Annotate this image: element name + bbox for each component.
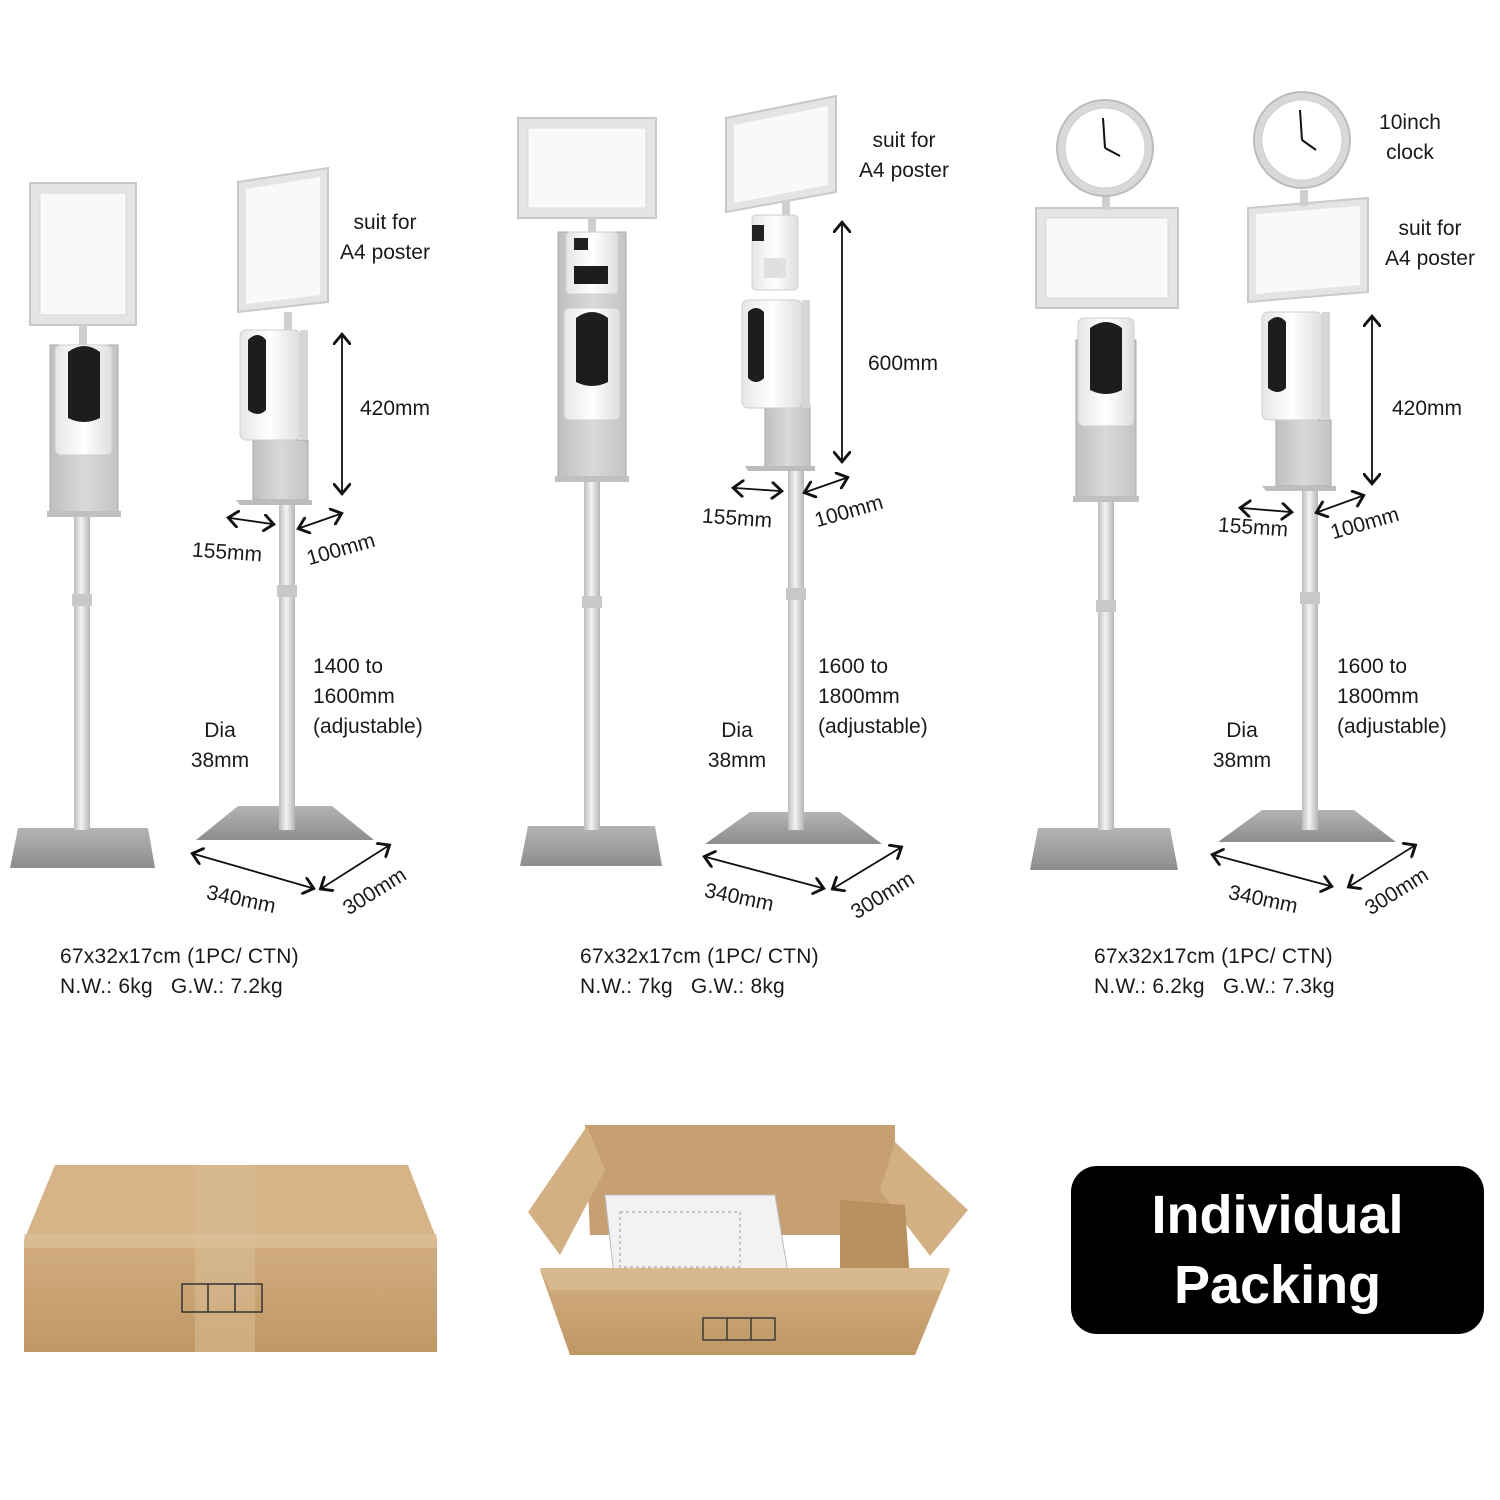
badge-line-1: Individual	[1151, 1185, 1404, 1245]
height-note-line-2: 1800mm	[818, 685, 900, 708]
product-3-pole-note: Dia 38mm	[1202, 716, 1282, 776]
poster-note-line-2: A4 poster	[340, 241, 430, 264]
pole-note-line-1: Dia	[1226, 719, 1258, 742]
product-3-side-view	[1218, 91, 1396, 842]
clock-note-line-1: 10inch	[1379, 111, 1441, 134]
pole-note-line-2: 38mm	[1212, 749, 1272, 772]
height-note-line-1: 1600 to	[1337, 655, 1408, 678]
height-note-line-3: (adjustable)	[818, 715, 928, 738]
carton-size: 67x32x17cm (1PC/ CTN)	[60, 945, 299, 968]
product-1-height-note: 1400 to 1600mm (adjustable)	[313, 652, 423, 742]
product-2-poster-note: suit for A4 poster	[850, 126, 958, 186]
product-1-panel-height: 420mm	[360, 397, 431, 420]
height-note-line-1: 1400 to	[313, 655, 384, 678]
carton-size: 67x32x17cm (1PC/ CTN)	[580, 945, 819, 968]
weights: N.W.: 7kg G.W.: 8kg	[580, 975, 785, 998]
product-3-clock-note: 10inch clock	[1370, 108, 1450, 168]
height-note-line-3: (adjustable)	[1337, 715, 1447, 738]
open-carton-image	[528, 1125, 968, 1355]
height-note-line-2: 1600mm	[313, 685, 395, 708]
pole-note-line-2: 38mm	[190, 749, 250, 772]
product-1-front-view	[10, 182, 155, 868]
badge-line-2: Packing	[1173, 1255, 1382, 1315]
product-2-packing-spec: 67x32x17cm (1PC/ CTN) N.W.: 7kg G.W.: 8k…	[580, 942, 819, 1002]
product-3-panel-width: 155mm	[1217, 513, 1289, 542]
product-3-poster-note: suit for A4 poster	[1376, 214, 1484, 274]
product-2-panel-width: 155mm	[701, 504, 773, 533]
height-note-line-1: 1600 to	[818, 655, 889, 678]
carton-size: 67x32x17cm (1PC/ CTN)	[1094, 945, 1333, 968]
poster-note-line-1: suit for	[1398, 217, 1462, 240]
clock-note-line-2: clock	[1386, 141, 1434, 164]
product-1-side-view	[196, 166, 374, 840]
individual-packing-badge: Individual Packing	[1071, 1166, 1484, 1334]
product-1-panel-width: 155mm	[191, 538, 263, 567]
poster-note-line-2: A4 poster	[1385, 247, 1475, 270]
product-1-poster-note: suit for A4 poster	[330, 208, 440, 268]
poster-note-line-1: suit for	[353, 211, 417, 234]
pole-note-line-1: Dia	[204, 719, 236, 742]
poster-note-line-2: A4 poster	[859, 159, 949, 182]
product-1-packing-spec: 67x32x17cm (1PC/ CTN) N.W.: 6kg G.W.: 7.…	[60, 942, 299, 1002]
pole-note-line-2: 38mm	[707, 749, 767, 772]
dimension-arrows	[194, 224, 1414, 888]
product-3-packing-spec: 67x32x17cm (1PC/ CTN) N.W.: 6.2kg G.W.: …	[1094, 942, 1335, 1002]
product-3-panel-height: 420mm	[1392, 397, 1463, 420]
closed-carton-image	[24, 1165, 437, 1352]
product-2-pole-note: Dia 38mm	[697, 716, 777, 776]
product-2-side-view	[705, 94, 882, 844]
product-2-front-view	[517, 117, 662, 866]
weights: N.W.: 6kg G.W.: 7.2kg	[60, 975, 283, 998]
product-2-panel-height: 600mm	[868, 352, 939, 375]
product-2-height-note: 1600 to 1800mm (adjustable)	[818, 652, 928, 742]
weights: N.W.: 6.2kg G.W.: 7.3kg	[1094, 975, 1335, 998]
product-1-pole-note: Dia 38mm	[180, 716, 260, 776]
product-3-height-note: 1600 to 1800mm (adjustable)	[1337, 652, 1447, 742]
pole-note-line-1: Dia	[721, 719, 753, 742]
product-3-front-view	[1030, 99, 1179, 870]
height-note-line-3: (adjustable)	[313, 715, 423, 738]
height-note-line-2: 1800mm	[1337, 685, 1419, 708]
poster-note-line-1: suit for	[872, 129, 936, 152]
